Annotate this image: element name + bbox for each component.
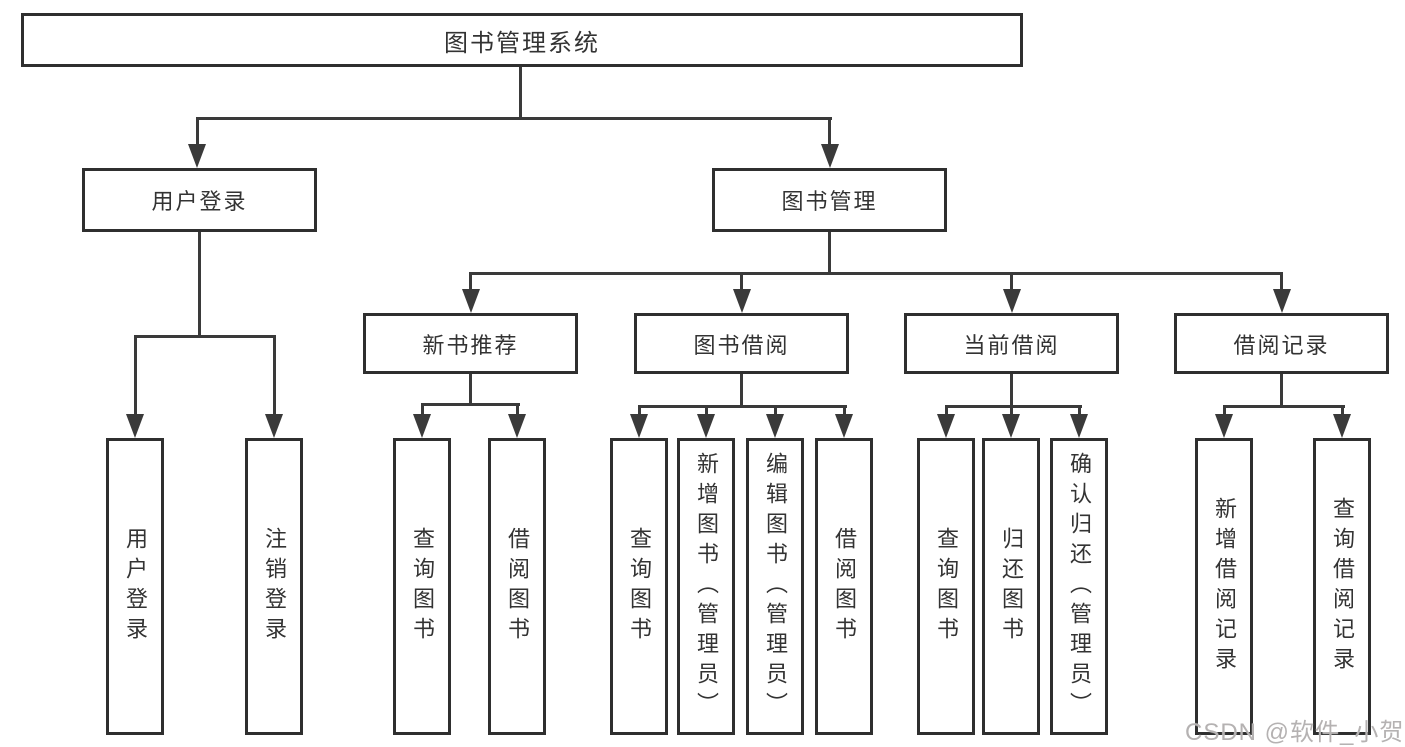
leaf-label: 借阅图书 bbox=[505, 526, 530, 647]
connector-to-new-book bbox=[469, 272, 472, 292]
connector-new-book-stem bbox=[469, 374, 472, 406]
connector-user-login-stem bbox=[198, 232, 201, 338]
arrow-to-borrow-records bbox=[1273, 289, 1291, 313]
leaf-label: 查询借阅记录 bbox=[1330, 496, 1355, 677]
leaf-edit-books-admin: 编辑图书（管理员） bbox=[746, 438, 804, 735]
node-library-system: 图书管理系统 bbox=[21, 13, 1023, 67]
connector-stub bbox=[1223, 405, 1226, 418]
arrow-to-current-borrow bbox=[1003, 289, 1021, 313]
node-new-book-recommend: 新书推荐 bbox=[363, 313, 578, 374]
leaf-label: 归还图书 bbox=[999, 526, 1024, 647]
connector-new-book-bus bbox=[421, 403, 520, 406]
leaf-borrow-books-recommend: 借阅图书 bbox=[488, 438, 546, 735]
leaf-label: 确认归还（管理员） bbox=[1067, 451, 1092, 722]
leaf-logout-label: 注销登录 bbox=[262, 526, 287, 647]
leaf-query-books-recommend: 查询图书 bbox=[393, 438, 451, 735]
arrow-to-leaf bbox=[835, 414, 853, 438]
connector-to-leaf-user-login bbox=[134, 335, 137, 416]
leaf-user-login-label: 用户登录 bbox=[123, 526, 148, 647]
leaf-add-books-admin: 新增图书（管理员） bbox=[677, 438, 735, 735]
leaf-user-login: 用户登录 bbox=[106, 438, 164, 735]
node-book-management-label: 图书管理 bbox=[781, 189, 878, 214]
node-borrow-records: 借阅记录 bbox=[1174, 313, 1389, 374]
leaf-label: 查询图书 bbox=[627, 526, 652, 647]
connector-stub bbox=[421, 403, 424, 418]
arrow-to-leaf bbox=[937, 414, 955, 438]
leaf-query-books-current: 查询图书 bbox=[917, 438, 975, 735]
arrow-to-leaf bbox=[1070, 414, 1088, 438]
connector-stub bbox=[516, 403, 519, 418]
connector-borrow-records-stem bbox=[1280, 374, 1283, 408]
node-current-borrow-label: 当前借阅 bbox=[963, 332, 1060, 358]
node-library-system-label: 图书管理系统 bbox=[444, 29, 600, 57]
arrow-to-user-login bbox=[188, 144, 206, 168]
arrow-to-leaf-user-login bbox=[126, 414, 144, 438]
connector-stub bbox=[1341, 405, 1344, 418]
connector-book-borrow-stem bbox=[740, 374, 743, 408]
arrow-to-leaf bbox=[1002, 414, 1020, 438]
leaf-logout: 注销登录 bbox=[245, 438, 303, 735]
connector-book-borrow-bus bbox=[638, 405, 847, 408]
node-new-book-recommend-label: 新书推荐 bbox=[422, 332, 519, 358]
connector-root-bus bbox=[196, 117, 832, 120]
leaf-query-books-borrow: 查询图书 bbox=[610, 438, 668, 735]
node-book-borrow: 图书借阅 bbox=[634, 313, 849, 374]
node-book-borrow-label: 图书借阅 bbox=[693, 332, 790, 358]
leaf-confirm-return-admin: 确认归还（管理员） bbox=[1050, 438, 1108, 735]
arrow-to-book-management bbox=[821, 144, 839, 168]
leaf-return-books: 归还图书 bbox=[982, 438, 1040, 735]
connector-to-book-management bbox=[828, 117, 831, 146]
leaf-query-borrow-record: 查询借阅记录 bbox=[1313, 438, 1371, 735]
connector-borrow-records-bus bbox=[1223, 405, 1345, 408]
connector-book-management-bus bbox=[469, 272, 1283, 275]
node-borrow-records-label: 借阅记录 bbox=[1233, 332, 1330, 358]
connector-user-login-bus bbox=[134, 335, 276, 338]
connector-stub bbox=[1078, 405, 1081, 418]
connector-root-stem bbox=[519, 67, 522, 117]
connector-current-borrow-stem bbox=[1010, 374, 1013, 408]
node-user-login-label: 用户登录 bbox=[151, 189, 248, 214]
leaf-borrow-books: 借阅图书 bbox=[815, 438, 873, 735]
connector-to-user-login bbox=[196, 117, 199, 146]
connector-stub bbox=[774, 405, 777, 418]
leaf-add-borrow-record: 新增借阅记录 bbox=[1195, 438, 1253, 735]
connector-stub bbox=[945, 405, 948, 418]
csdn-watermark: CSDN @软件_小贺同学 bbox=[1185, 719, 1405, 746]
arrow-to-leaf bbox=[1215, 414, 1233, 438]
connector-stub bbox=[1010, 405, 1013, 418]
connector-to-leaf-logout bbox=[273, 335, 276, 416]
arrow-to-leaf bbox=[766, 414, 784, 438]
arrow-to-leaf bbox=[413, 414, 431, 438]
connector-to-current-borrow bbox=[1010, 272, 1013, 292]
arrow-to-leaf bbox=[1333, 414, 1351, 438]
node-current-borrow: 当前借阅 bbox=[904, 313, 1119, 374]
leaf-label: 查询图书 bbox=[934, 526, 959, 647]
node-user-login: 用户登录 bbox=[82, 168, 317, 232]
arrow-to-leaf bbox=[508, 414, 526, 438]
leaf-label: 新增借阅记录 bbox=[1212, 496, 1237, 677]
node-book-management: 图书管理 bbox=[712, 168, 947, 232]
arrow-to-leaf bbox=[630, 414, 648, 438]
connector-stub bbox=[843, 405, 846, 418]
connector-to-borrow-records bbox=[1280, 272, 1283, 292]
connector-stub bbox=[705, 405, 708, 418]
arrow-to-new-book bbox=[462, 289, 480, 313]
connector-book-management-stem bbox=[828, 232, 831, 275]
connector-current-borrow-bus bbox=[945, 405, 1082, 408]
leaf-label: 新增图书（管理员） bbox=[694, 451, 719, 722]
leaf-label: 编辑图书（管理员） bbox=[763, 451, 788, 722]
leaf-label: 查询图书 bbox=[410, 526, 435, 647]
leaf-label: 借阅图书 bbox=[832, 526, 857, 647]
arrow-to-book-borrow bbox=[733, 289, 751, 313]
connector-to-book-borrow bbox=[740, 272, 743, 292]
connector-stub bbox=[638, 405, 641, 418]
arrow-to-leaf bbox=[697, 414, 715, 438]
arrow-to-leaf-logout bbox=[265, 414, 283, 438]
